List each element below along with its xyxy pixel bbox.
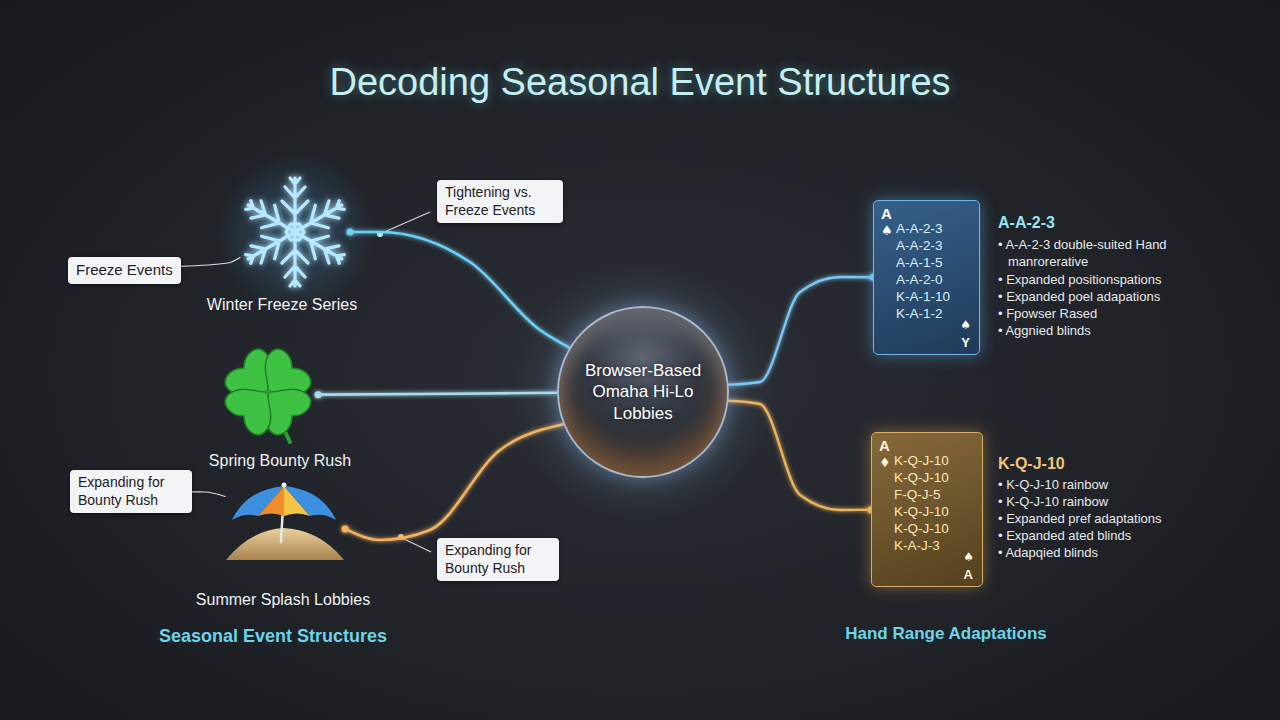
season-icon-node: Spring Bounty Rush — [218, 345, 318, 445]
hand-combo: K-Q-J-10 — [894, 471, 949, 485]
snowflake-icon — [242, 221, 302, 271]
range-bullet: • Fpowser Rased — [998, 305, 1097, 322]
hand-combo: A-A-1-5 — [896, 256, 943, 270]
hub-circle: Browser-Based Omaha Hi-Lo Lobbies — [557, 306, 729, 478]
card-corner: A — [881, 206, 892, 221]
section-caption: Hand Range Adaptations — [845, 624, 1047, 644]
season-label: Spring Bounty Rush — [209, 452, 351, 470]
hand-combo: K-A-1-10 — [896, 290, 950, 304]
hub-label: Browser-Based Omaha Hi-Lo Lobbies — [572, 360, 714, 424]
umbrella-icon — [284, 486, 336, 520]
leader-line — [181, 257, 240, 266]
range-bullet: • A-A-2-3 double-suited Hand manrorerati… — [998, 236, 1180, 270]
card-corner: Y — [961, 336, 970, 349]
hand-combo: K-Q-J-10 — [894, 454, 949, 468]
hand-combo: A-A-2-0 — [896, 273, 943, 287]
hand-combo: K-Q-J-10 — [894, 505, 949, 519]
leader-line — [382, 212, 431, 552]
leader-line — [192, 492, 225, 497]
range-bullet: • Expanded pref adaptations — [998, 510, 1162, 527]
umbrella-icon — [226, 483, 344, 561]
range-heading: A-A-2-3 — [998, 214, 1055, 231]
callout-text: Tightening vs. Freeze Events — [445, 184, 555, 219]
range-bullet: • Expanded poel adapations — [998, 288, 1160, 305]
snowflake-icon — [286, 224, 304, 240]
clover-icon — [265, 389, 271, 395]
umbrella-icon — [232, 486, 284, 520]
clover-icon — [221, 345, 315, 442]
callout-box: Expanding for Bounty Rush — [437, 538, 559, 581]
card-corner: A — [964, 568, 973, 581]
flow-connector — [729, 277, 873, 385]
hand-card: A♠A-A-2-3A-A-2-3A-A-1-5A-A-2-0K-A-1-10K-… — [873, 200, 980, 355]
diagram-title: Decoding Seasonal Event Structures — [0, 62, 1280, 104]
flow-connector — [318, 393, 557, 395]
card-suit: ♦ — [879, 456, 891, 469]
umbrella-icon — [258, 486, 284, 516]
hand-combo: A-A-2-3 — [896, 222, 943, 236]
callout-box: Tightening vs. Freeze Events — [437, 180, 563, 223]
hand-card: A♦K-Q-J-10K-Q-J-10F-Q-J-5K-Q-J-10K-Q-J-1… — [871, 432, 983, 587]
season-label: Summer Splash Lobbies — [196, 591, 370, 609]
season-icon-node: Winter Freeze Series — [240, 177, 350, 287]
snowflake-icon — [242, 178, 349, 286]
callout-box: Expanding for Bounty Rush — [70, 470, 192, 513]
callout-text: Freeze Events — [76, 261, 173, 280]
clover-icon — [221, 345, 315, 439]
connector-dots — [315, 229, 877, 533]
clover-icon — [221, 374, 286, 439]
connector-dot — [315, 391, 322, 398]
callout-text: Expanding for Bounty Rush — [78, 474, 184, 509]
leader-line — [382, 212, 430, 233]
snowflake-icon — [242, 194, 302, 244]
hand-combo: K-A-J-3 — [894, 539, 940, 553]
range-bullet: • Adapqied blinds — [998, 544, 1098, 561]
hand-combo: F-Q-J-5 — [894, 488, 941, 502]
callout-box: Freeze Events — [68, 257, 181, 284]
range-bullet: • Expanded ated blinds — [998, 527, 1131, 544]
flow-connector — [350, 232, 569, 348]
range-bullet: • Aggnied blinds — [998, 322, 1091, 339]
hand-combo: K-A-1-2 — [896, 307, 943, 321]
snowflake-icon — [289, 221, 349, 271]
leader-line — [402, 538, 431, 552]
card-corner: A — [879, 438, 890, 453]
hand-combo: K-Q-J-10 — [894, 522, 949, 536]
section-caption: Seasonal Event Structures — [159, 626, 387, 648]
snowflake-icon — [289, 194, 349, 244]
card-suit: ♠ — [963, 551, 974, 563]
range-bullet: • K-Q-J-10 rainbow — [998, 476, 1108, 493]
connector-dot — [870, 274, 877, 281]
hub-text-wrap: Browser-Based Omaha Hi-Lo Lobbies — [572, 360, 714, 424]
connector-dot — [342, 525, 349, 532]
umbrella-icon — [226, 528, 344, 560]
connector-group — [181, 232, 873, 540]
connector-dot — [868, 506, 875, 513]
flow-connector — [729, 401, 871, 510]
range-bullet: • K-Q-J-10 rainbow — [998, 493, 1108, 510]
snowflake-glow — [215, 152, 375, 312]
range-bullet: • Expanded positionspations — [998, 271, 1162, 288]
card-suit: ♠ — [960, 319, 971, 331]
flow-connector — [345, 424, 563, 540]
hand-combo: A-A-2-3 — [896, 239, 943, 253]
season-icon-node: Summer Splash Lobbies — [225, 460, 345, 560]
range-heading: K-Q-J-10 — [998, 455, 1065, 472]
card-suit: ♠ — [881, 224, 893, 237]
season-label: Winter Freeze Series — [207, 296, 357, 314]
callout-text: Expanding for Bounty Rush — [445, 542, 551, 577]
umbrella-icon — [282, 483, 287, 488]
connector-dot — [347, 229, 354, 236]
